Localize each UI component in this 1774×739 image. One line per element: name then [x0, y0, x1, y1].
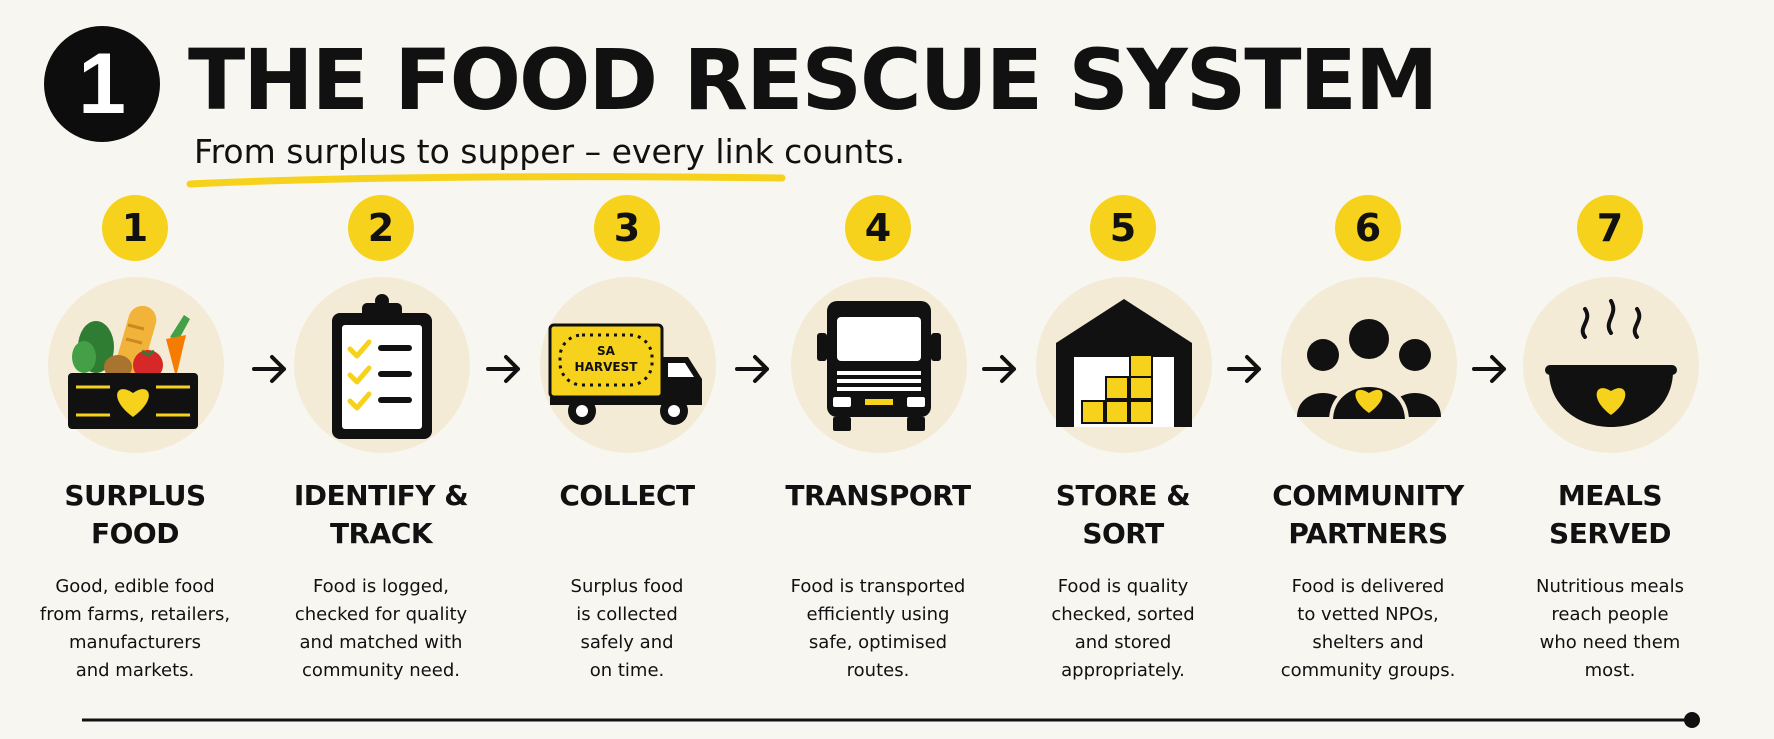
timeline-line	[82, 712, 1700, 728]
arrow-right-icon	[1472, 355, 1506, 383]
icon-backdrop	[791, 277, 967, 453]
process-steps: 1	[0, 195, 1774, 695]
arrow-right-icon	[486, 355, 520, 383]
van-logo-line-2: HARVEST	[575, 360, 639, 374]
section-number-badge: 1	[44, 26, 160, 142]
icon-backdrop: SA HARVEST	[540, 277, 716, 453]
steaming-bowl-icon	[1545, 299, 1677, 427]
icon-backdrop	[1523, 277, 1699, 453]
step-number-badge: 1	[102, 195, 168, 261]
icon-backdrop	[294, 277, 470, 453]
arrow-right-icon	[982, 355, 1016, 383]
step-number-badge: 3	[594, 195, 660, 261]
delivery-van-icon: SA HARVEST	[548, 323, 702, 425]
arrow-right-icon	[1227, 355, 1261, 383]
arrow-right-icon	[735, 355, 769, 383]
clipboard-checklist-icon	[332, 294, 432, 439]
community-group-icon	[1297, 315, 1441, 423]
icon-backdrop	[1036, 277, 1212, 453]
step-title: IDENTIFY &TRACK	[293, 479, 469, 550]
step-number-badge: 6	[1335, 195, 1401, 261]
highlight-underline	[186, 173, 786, 188]
step-title: COLLECT	[559, 479, 695, 512]
page-title: THE FOOD RESCUE SYSTEM	[188, 31, 1439, 129]
step-title: STORE &SORT	[1055, 479, 1191, 550]
step-number-badge: 5	[1090, 195, 1156, 261]
warehouse-icon	[1056, 299, 1192, 427]
step-number-badge: 7	[1577, 195, 1643, 261]
page-subtitle: From surplus to supper – every link coun…	[194, 132, 905, 171]
truck-front-icon	[817, 301, 941, 431]
icon-backdrop	[1281, 277, 1457, 453]
step-title: TRANSPORT	[785, 479, 971, 512]
arrow-right-icon	[252, 355, 286, 383]
step-number-badge: 2	[348, 195, 414, 261]
step-number-badge: 4	[845, 195, 911, 261]
header: 1 THE FOOD RESCUE SYSTEM From surplus to…	[44, 22, 1439, 202]
icon-backdrop	[48, 277, 224, 453]
van-logo-line-1: SA	[597, 344, 616, 358]
produce-crate-icon	[68, 305, 198, 429]
